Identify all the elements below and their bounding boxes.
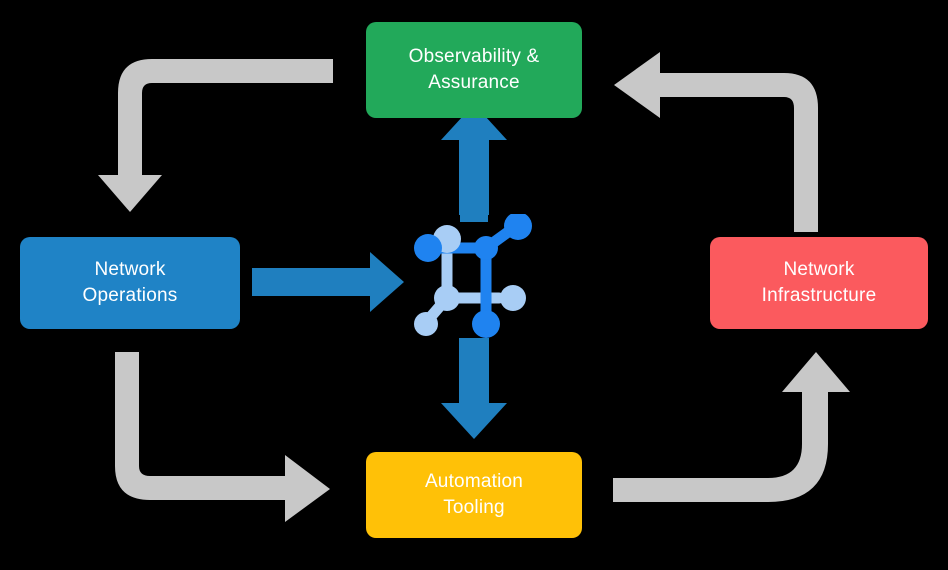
connector-observability-to-ops [98, 59, 333, 212]
connector-automation-to-infrastructure [613, 352, 850, 502]
node-automation-tooling-label: Automation Tooling [424, 471, 524, 518]
node-observability-label: Observability & Assurance [408, 46, 540, 93]
connector-hub-to-observability [441, 104, 507, 222]
connector-ops-to-hub [252, 252, 404, 312]
topology-nodes-primary [414, 214, 532, 338]
node-automation-tooling[interactable]: Automation Tooling [366, 452, 582, 538]
node-network-infrastructure-label: Network Infrastructure [761, 259, 877, 306]
connector-ops-to-automation [115, 352, 330, 522]
network-topology-icon [414, 214, 532, 338]
node-network-operations[interactable]: Network Operations [20, 237, 240, 329]
node-network-operations-label: Network Operations [82, 259, 178, 306]
node-observability[interactable]: Observability & Assurance [366, 22, 582, 118]
connector-hub-to-automation [441, 338, 507, 439]
node-network-infrastructure[interactable]: Network Infrastructure [710, 237, 928, 329]
connector-infrastructure-to-observability [614, 52, 818, 232]
